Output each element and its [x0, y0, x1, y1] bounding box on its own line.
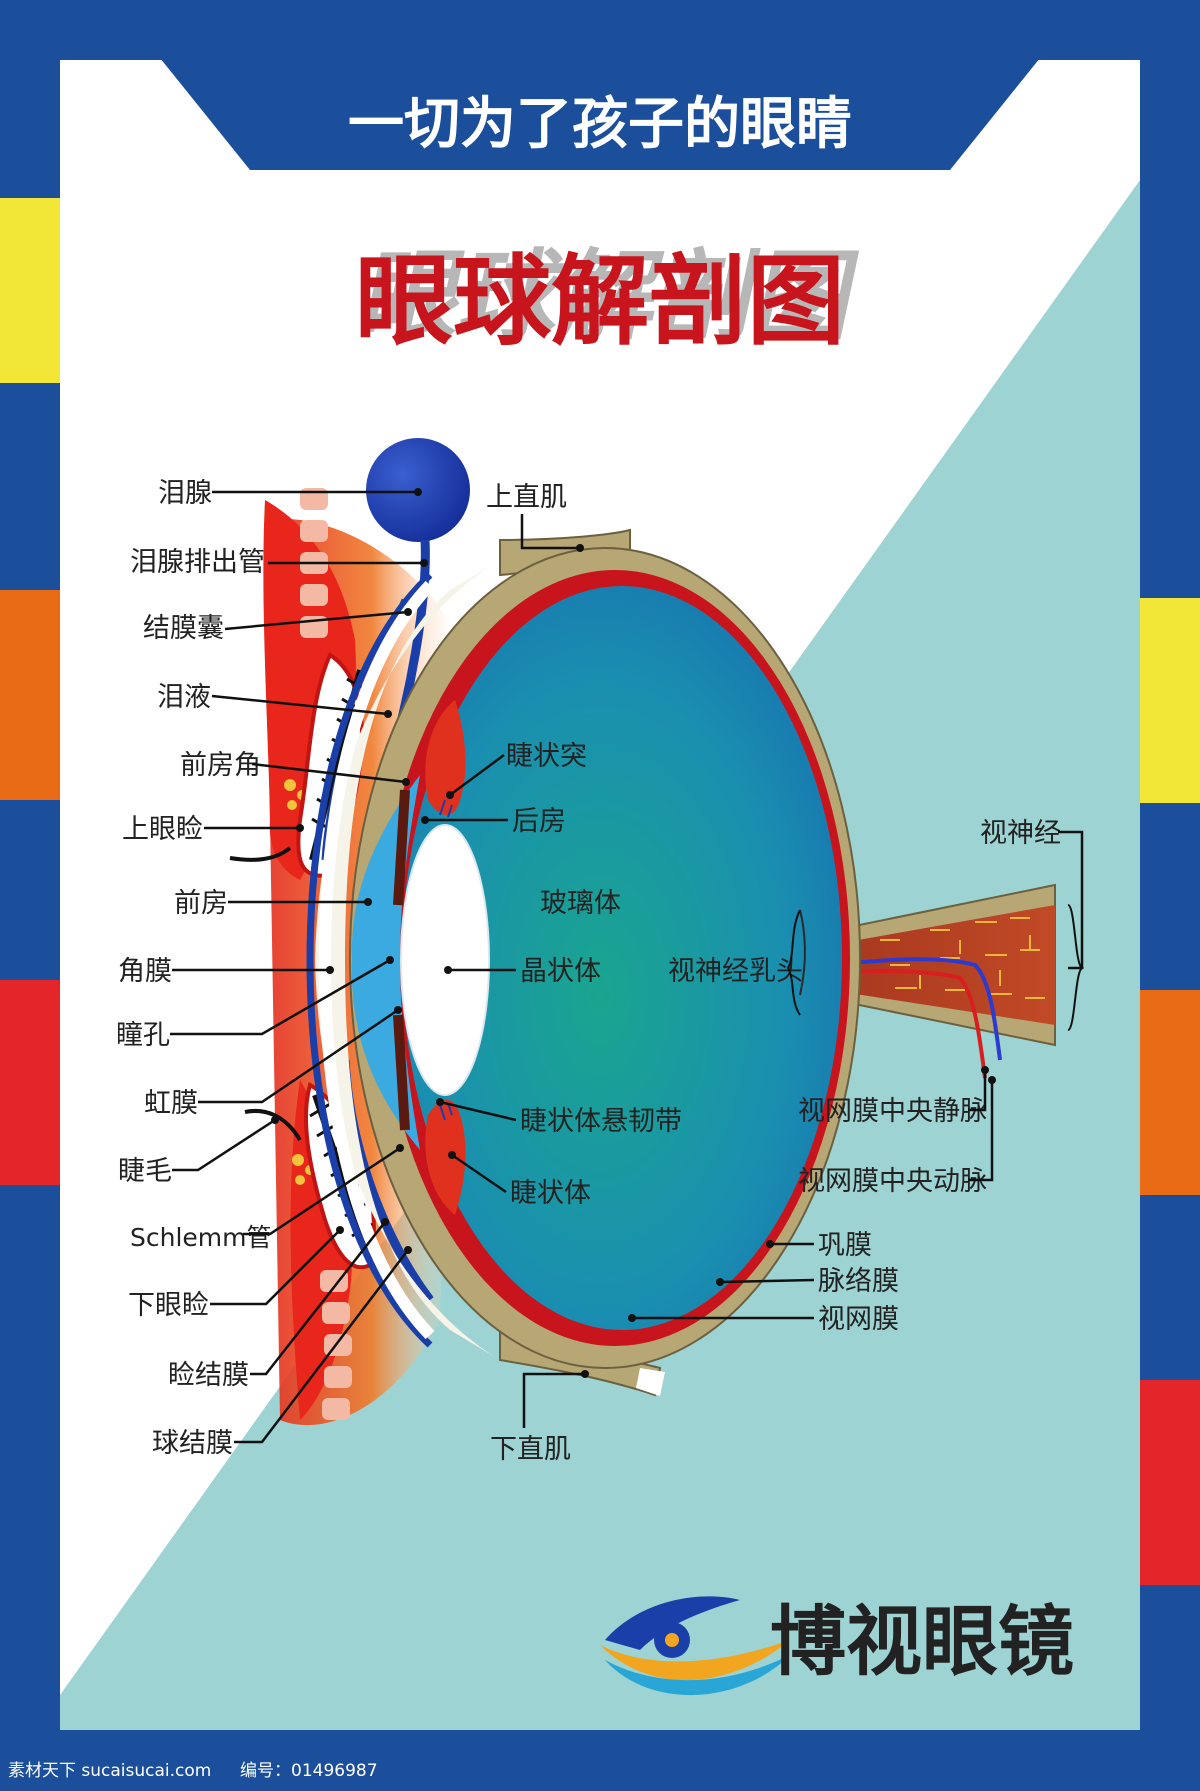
- labels-center: 上直肌 睫状突 后房 玻璃体 晶状体 睫状体悬韧带 睫状体 下直肌: [421, 482, 682, 1465]
- footer-watermark: 素材天下 sucaisucai.com: [8, 1761, 211, 1781]
- header-tab: [160, 58, 1040, 170]
- ciliary-body-upper: [425, 700, 466, 815]
- vitreous-body: [402, 586, 842, 1330]
- label-tears: 泪液: [157, 682, 211, 713]
- label-sclera: 巩膜: [818, 1230, 872, 1261]
- footer-bar: [0, 1752, 1200, 1791]
- brand-name: 博视眼镜: [770, 1597, 1074, 1686]
- label-zonule: 睫状体悬韧带: [520, 1106, 682, 1137]
- label-conjunctival-sac: 结膜囊: [143, 613, 224, 644]
- label-schlemm-canal: Schlemm管: [130, 1223, 272, 1252]
- label-ciliary-process: 睫状突: [506, 741, 587, 772]
- central-vein: [829, 957, 1002, 1061]
- labels-left: 泪腺 泪腺排出管 结膜囊 泪液 前房角 上眼睑 前房 角膜 瞳孔 虹膜 睫毛 S…: [116, 478, 428, 1459]
- central-artery: [829, 968, 987, 1079]
- cornea: [306, 572, 433, 1348]
- label-ciliary-body: 睫状体: [510, 1178, 591, 1209]
- label-iris: 虹膜: [144, 1088, 198, 1119]
- label-anterior-chamber: 前房: [174, 888, 228, 919]
- label-upper-eyelid: 上眼睑: [122, 814, 203, 845]
- title-shadow: 眼球解剖图: [354, 240, 868, 354]
- left-stripes: [0, 198, 60, 1185]
- labels-right: 视神经 视神经乳头 视网膜中央静脉 视网膜中央动脉 巩膜 脉络膜 视网膜: [628, 818, 1085, 1335]
- label-central-artery: 视网膜中央动脉: [798, 1166, 987, 1197]
- iris-lower: [393, 1014, 410, 1131]
- label-pupil: 瞳孔: [116, 1020, 170, 1051]
- label-cornea: 角膜: [118, 956, 172, 987]
- lower-eyelash: [244, 1109, 302, 1142]
- iris-upper: [393, 789, 410, 906]
- label-anterior-chamber-angle: 前房角: [180, 750, 261, 781]
- label-lens: 晶状体: [520, 956, 601, 987]
- label-superior-rectus: 上直肌: [486, 482, 567, 513]
- label-retina: 视网膜: [818, 1304, 899, 1335]
- slogan: 一切为了孩子的眼睛: [348, 91, 852, 157]
- label-lacrimal-gland: 泪腺: [158, 478, 212, 509]
- label-inferior-rectus: 下直肌: [490, 1434, 571, 1465]
- eye-logo-icon: [600, 1596, 790, 1696]
- label-optic-nerve: 视神经: [980, 818, 1061, 849]
- label-vitreous: 玻璃体: [540, 888, 621, 919]
- diagram-title: 眼球解剖图: [355, 245, 845, 359]
- label-eyelash: 睫毛: [118, 1156, 172, 1187]
- lens: [400, 824, 490, 1096]
- label-optic-disc: 视神经乳头: [668, 956, 803, 987]
- label-posterior-chamber: 后房: [512, 806, 566, 837]
- label-lower-eyelid: 下眼睑: [128, 1290, 209, 1321]
- right-stripes: [1140, 598, 1200, 1585]
- label-lacrimal-duct: 泪腺排出管: [130, 547, 265, 578]
- footer-code: 编号：01496987: [240, 1761, 378, 1781]
- label-bulbar-conjunctiva: 球结膜: [152, 1428, 233, 1459]
- eye-illustration: [229, 438, 1056, 1426]
- label-choroid: 脉络膜: [818, 1266, 899, 1297]
- upper-eyelash: [229, 846, 292, 862]
- brand: 博视眼镜: [600, 1596, 1074, 1696]
- label-palpebral-conjunctiva: 睑结膜: [168, 1360, 249, 1391]
- ciliary-body-lower: [425, 1100, 466, 1215]
- label-central-vein: 视网膜中央静脉: [798, 1096, 987, 1127]
